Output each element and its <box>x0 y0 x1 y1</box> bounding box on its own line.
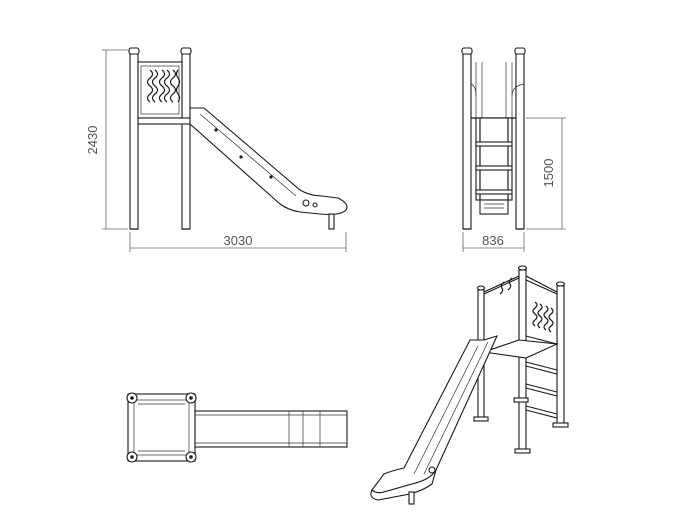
side-slide <box>189 107 348 230</box>
front-dimensions <box>462 117 566 252</box>
front-post-right <box>515 52 525 230</box>
iso-ladder <box>525 361 558 419</box>
side-post-right <box>181 52 191 230</box>
side-platform <box>137 117 191 125</box>
top-view <box>126 392 348 463</box>
front-ladder <box>475 117 513 215</box>
iso-wave-pattern <box>532 301 554 333</box>
side-dimensions <box>102 49 347 252</box>
front-post-left <box>462 52 472 230</box>
side-post-left <box>129 52 139 230</box>
dim-length-label: 3030 <box>224 233 253 248</box>
dim-platform-label: 1500 <box>541 159 556 188</box>
isometric-view <box>370 265 569 505</box>
wave-pattern <box>146 69 181 103</box>
iso-slide <box>370 335 499 505</box>
top-platform <box>127 393 196 462</box>
side-view: 2430 3030 <box>85 47 348 252</box>
iso-post-front-right <box>556 285 565 427</box>
dim-height-label: 2430 <box>85 126 100 155</box>
top-slide <box>194 410 348 448</box>
iso-post-front-left <box>518 269 527 453</box>
front-view: 836 1500 <box>461 47 566 252</box>
dim-width-label: 836 <box>482 233 504 248</box>
